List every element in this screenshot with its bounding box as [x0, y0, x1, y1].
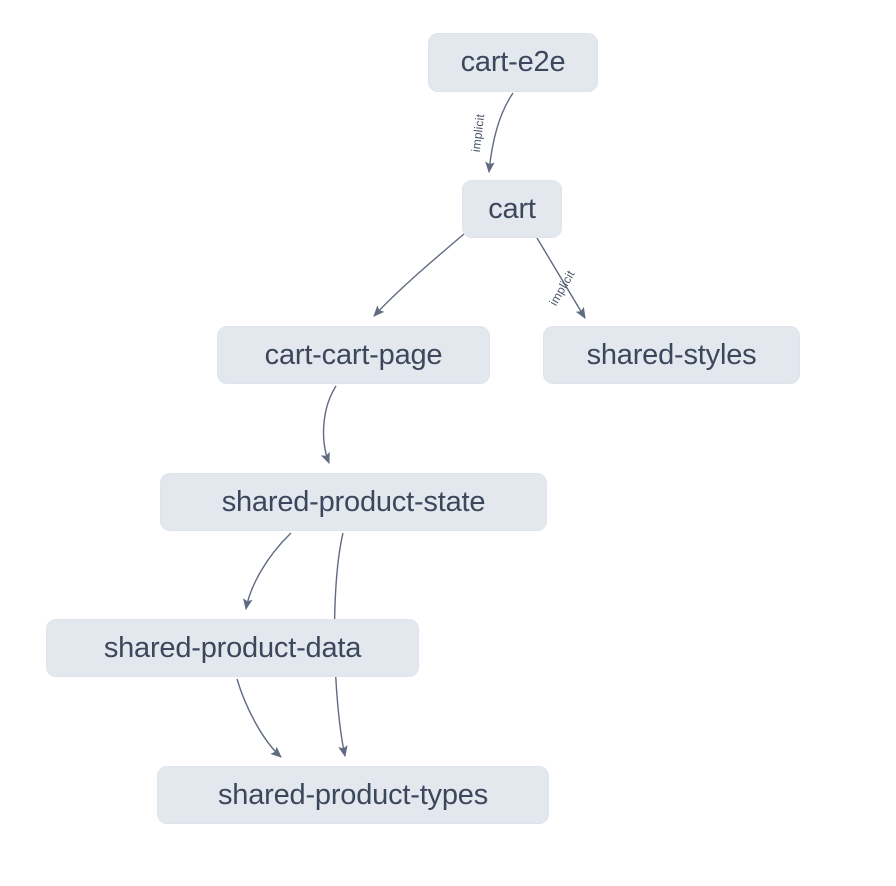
graph-node-shared-styles[interactable]: shared-styles — [543, 326, 800, 384]
graph-node-label: cart-e2e — [460, 46, 566, 78]
graph-edge-cart__cart-cart-page — [373, 233, 465, 317]
graph-edge-shared-product-data__shared-product-types — [236, 678, 282, 758]
graph-node-shared-product-types[interactable]: shared-product-types — [157, 766, 549, 824]
graph-node-label: cart — [488, 192, 536, 225]
graph-node-cart[interactable]: cart — [462, 180, 562, 238]
graph-node-label: cart-cart-page — [264, 338, 443, 371]
graph-node-cart-e2e[interactable]: cart-e2e — [428, 33, 598, 92]
graph-node-shared-product-data[interactable]: shared-product-data — [46, 619, 419, 677]
graph-node-shared-product-state[interactable]: shared-product-state — [160, 473, 547, 531]
graph-edge-label-cart-e2e__cart: implicit — [468, 113, 488, 153]
graph-edge-cart-e2e__cart — [485, 92, 514, 174]
graph-edge-shared-product-state__shared-product-data — [243, 532, 292, 611]
graph-node-label: shared-product-types — [217, 778, 489, 811]
graph-node-cart-cart-page[interactable]: cart-cart-page — [217, 326, 490, 384]
graph-edge-label-cart__shared-styles: implicit — [546, 267, 578, 309]
graph-node-label: shared-product-data — [103, 631, 362, 664]
graph-edge-cart-cart-page__shared-product-state — [320, 385, 337, 465]
graph-node-label: shared-styles — [586, 338, 757, 371]
graph-node-label: shared-product-state — [221, 485, 486, 518]
